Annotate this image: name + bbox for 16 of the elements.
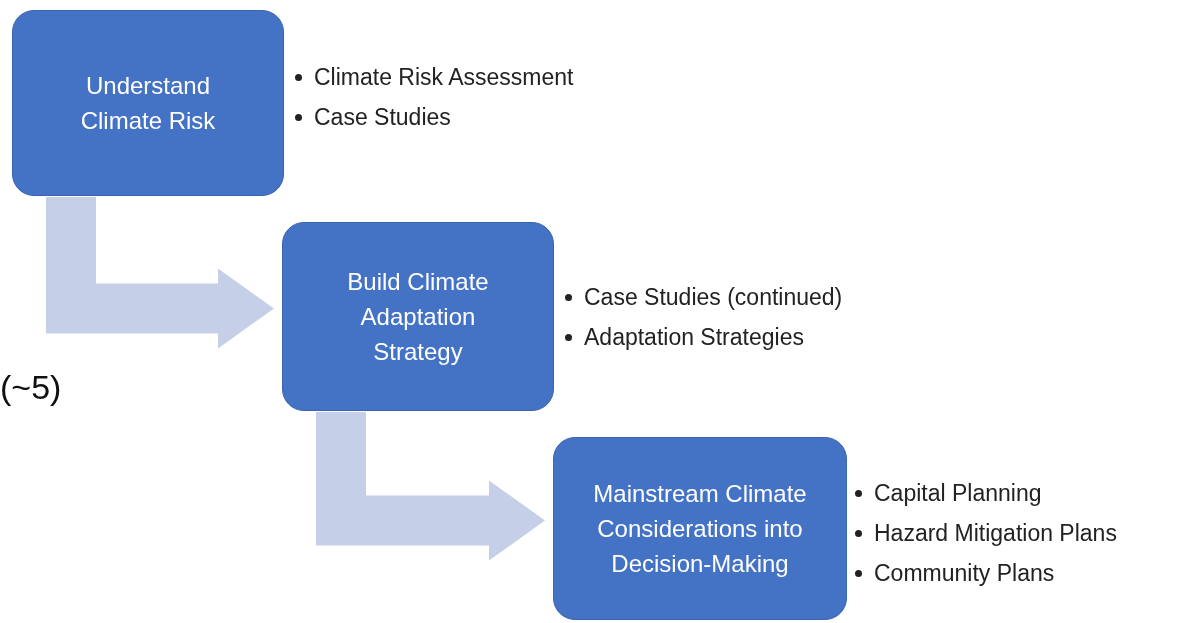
- process-box: [282, 222, 554, 411]
- bullet-item: Case Studies: [314, 103, 451, 132]
- bullet-item: Hazard Mitigation Plans: [874, 519, 1117, 548]
- box-label: Build Climate Adaptation Strategy: [346, 267, 490, 367]
- process-box: [553, 437, 847, 620]
- bullet-item: Climate Risk Assessment: [314, 63, 574, 92]
- box-label: Mainstream Climate Considerations into Decision-Making: [592, 479, 808, 579]
- box-label: Understand Climate Risk: [79, 71, 217, 136]
- bent-arrow: [46, 197, 274, 349]
- bullet-item: Adaptation Strategies: [584, 323, 804, 352]
- bullet-item: Capital Planning: [874, 479, 1042, 508]
- note-text: (~5): [0, 368, 62, 407]
- bent-arrow: [316, 412, 545, 561]
- bullet-item: Community Plans: [874, 559, 1055, 588]
- process-box: [12, 10, 284, 196]
- bullet-item: Case Studies (continued): [584, 283, 843, 312]
